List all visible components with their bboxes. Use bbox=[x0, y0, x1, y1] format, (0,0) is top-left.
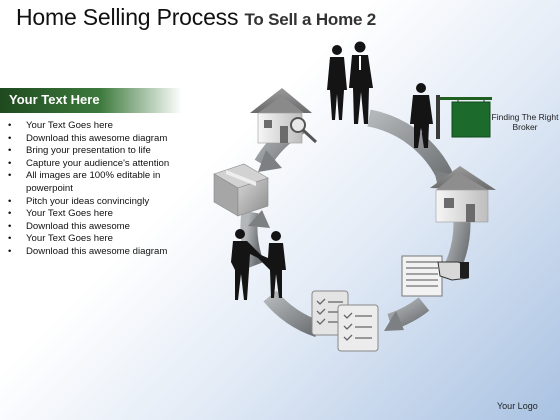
ring-segment-bottom bbox=[263, 290, 321, 338]
bullet-item: Your Text Goes here bbox=[8, 120, 176, 133]
bullet-item: Capture your audience's attention bbox=[8, 158, 176, 171]
bullet-list: Your Text Goes here Download this awesom… bbox=[8, 120, 176, 259]
house-icon bbox=[430, 166, 496, 223]
bullet-item: Your Text Goes here bbox=[8, 233, 176, 246]
man-with-sign-icon bbox=[410, 83, 492, 148]
bullet-item: Your Text Goes here bbox=[8, 208, 176, 221]
bullet-item: Pitch your ideas convincingly bbox=[8, 196, 176, 209]
bullet-item: Bring your presentation to life bbox=[8, 145, 176, 158]
title-main: Home Selling Process bbox=[16, 4, 239, 30]
house-search-icon bbox=[250, 88, 318, 144]
page-title: Home Selling Process To Sell a Home 2 bbox=[16, 4, 376, 31]
logo-text: Your Logo bbox=[497, 401, 538, 411]
handshake-icon bbox=[231, 229, 286, 300]
ring-segment-left bbox=[240, 210, 265, 269]
broker-label: Finding The Right Broker bbox=[491, 112, 559, 132]
bullet-item: Download this awesome diagram bbox=[8, 246, 176, 259]
arrowhead-left bbox=[248, 210, 270, 228]
arrowhead-top-left bbox=[258, 150, 282, 172]
bullet-item: Download this awesome diagram bbox=[8, 133, 176, 146]
business-couple-icon bbox=[327, 41, 373, 124]
bullet-item: All images are 100% editable in powerpoi… bbox=[8, 170, 176, 195]
package-box-icon bbox=[213, 163, 269, 217]
checklist-icon bbox=[311, 290, 379, 352]
sidebar-header-text: Your Text Here bbox=[9, 92, 100, 107]
ring-segment-top-right bbox=[367, 109, 454, 182]
arrowhead-bottom-right bbox=[384, 311, 404, 331]
document-pointer-icon bbox=[401, 255, 469, 297]
sidebar-header: Your Text Here bbox=[0, 88, 182, 113]
title-sub: To Sell a Home 2 bbox=[244, 10, 377, 29]
bullet-item: Download this awesome bbox=[8, 221, 176, 234]
